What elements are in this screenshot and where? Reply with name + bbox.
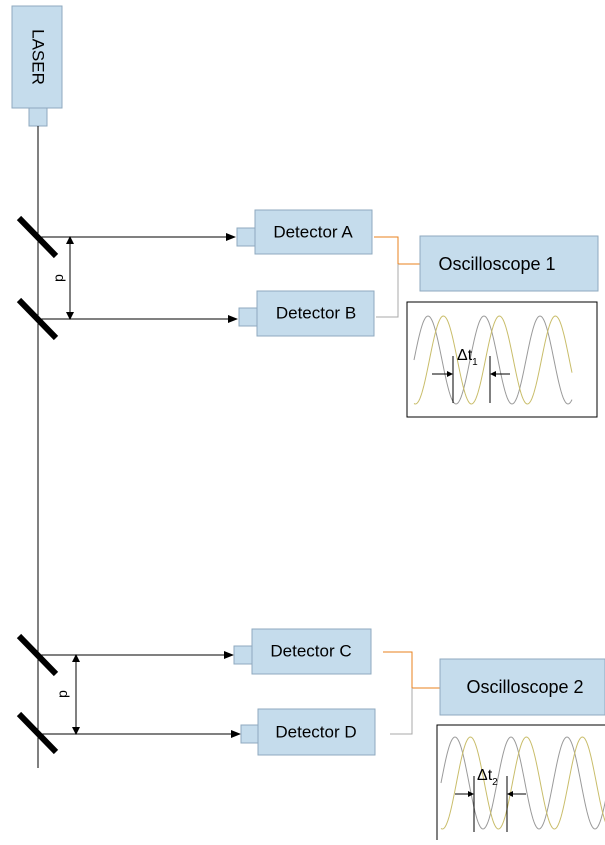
waveform-yellow: [440, 736, 605, 830]
wire-detector-d: [390, 688, 413, 735]
wire-detector-a: [374, 236, 420, 265]
detector-a: Detector A: [236, 209, 373, 255]
detector-label: Detector C: [270, 641, 351, 660]
wire-detector-b: [376, 264, 399, 318]
delta-t-label: Δt: [457, 347, 473, 364]
delta-t-label: Δt: [477, 767, 493, 784]
beam-splitter-4: [16, 711, 59, 755]
beam-splitter-3: [16, 633, 59, 677]
detector-label: Detector B: [276, 303, 356, 322]
oscilloscope-label: Oscilloscope 1: [438, 254, 555, 274]
oscilloscope-2: Oscilloscope 2: [439, 658, 605, 716]
separation-arrow-1: d: [52, 236, 74, 320]
laser: LASER: [11, 5, 63, 127]
waveform-yellow: [413, 315, 573, 405]
svg-text:Δt2: Δt2: [477, 767, 498, 788]
delta-t-subscript: 1: [472, 357, 478, 368]
separation-arrow-2: d: [56, 654, 80, 735]
separation-label: d: [56, 690, 72, 698]
beam-splitter-1: [16, 215, 59, 259]
detector-label: Detector A: [273, 222, 353, 241]
waveform-gray: [440, 736, 605, 830]
separation-label: d: [52, 274, 68, 282]
beam-splitter-2: [16, 297, 59, 341]
wire-detector-c: [383, 651, 440, 689]
detector-label: Detector D: [275, 722, 356, 741]
oscilloscope-label: Oscilloscope 2: [466, 677, 583, 697]
oscilloscope-2-screen: Δt2: [436, 724, 605, 845]
svg-text:Δt1: Δt1: [457, 347, 478, 368]
detector-b: Detector B: [238, 290, 375, 337]
delta-t-subscript: 2: [492, 777, 498, 788]
waveform-gray: [413, 315, 573, 405]
oscilloscope-1-screen: Δt1: [406, 301, 598, 418]
oscilloscope-1: Oscilloscope 1: [419, 235, 599, 292]
detector-c: Detector C: [233, 628, 372, 675]
detector-d: Detector D: [240, 708, 376, 756]
laser-label: LASER: [29, 29, 48, 85]
